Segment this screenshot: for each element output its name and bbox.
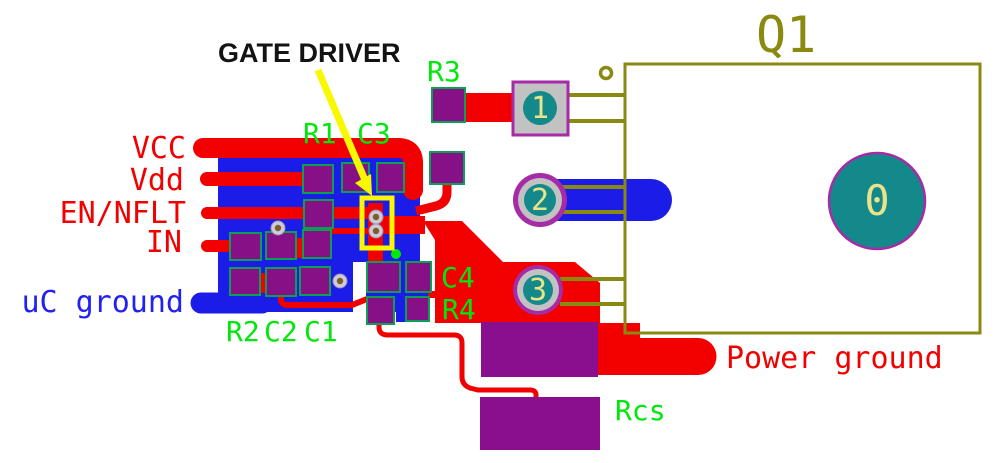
r4-label: R4 <box>442 293 476 326</box>
power-pour <box>423 221 717 375</box>
test-point-dot <box>391 249 401 259</box>
pad-0-thermal: 0 <box>827 151 927 251</box>
c3-label: C3 <box>357 117 391 150</box>
pad-c4-left <box>366 261 401 293</box>
trace-link-r2c2 <box>258 273 267 293</box>
pad-r4-left <box>366 296 395 325</box>
q1-pin1-marker <box>598 65 614 81</box>
rcs-pad-bottom <box>480 397 600 450</box>
pad-row3-2 <box>265 231 297 260</box>
rcs-sense-trace <box>376 320 539 400</box>
pad-3-number: 3 <box>529 273 547 308</box>
q1-label: Q1 <box>756 6 816 64</box>
smd-pads <box>229 87 466 325</box>
gate-driver-via <box>368 209 384 225</box>
gate-driver-label: GATE DRIVER <box>218 38 401 68</box>
vias <box>270 209 384 289</box>
in-label: IN <box>146 225 182 260</box>
q1-courtyard <box>623 62 982 335</box>
pad-1-number: 1 <box>531 91 549 126</box>
net-labels: VCC Vdd EN/NFLT IN uC ground Power groun… <box>21 131 942 376</box>
pad-r2 <box>229 267 261 296</box>
pad-3: 3 <box>513 265 563 315</box>
pad-row3-1 <box>229 232 262 261</box>
gate-driver-out-trace <box>382 216 425 234</box>
via <box>332 273 348 289</box>
callout-arrow-head <box>355 174 372 196</box>
vcc-label: VCC <box>132 131 186 166</box>
vcc-trace <box>193 138 423 200</box>
pad-c2 <box>265 267 297 297</box>
r1-label: R1 <box>303 117 337 150</box>
power-ground-label: Power ground <box>726 341 943 376</box>
pad-2-number: 2 <box>531 183 549 218</box>
en-nflt-label: EN/NFLT <box>60 196 186 231</box>
pad-r4-right <box>405 296 430 322</box>
bottom-signal-trace <box>278 296 369 308</box>
r3-label: R3 <box>427 55 461 88</box>
r3-to-pad1-trace <box>465 93 515 122</box>
pad-r1-top <box>302 164 334 194</box>
trace-link-r1 <box>331 228 369 234</box>
rcs-label: Rcs <box>615 394 666 427</box>
rcs-pad-top <box>481 322 598 377</box>
pad-c3-right <box>376 162 405 193</box>
pad-0-number: 0 <box>864 176 889 225</box>
c4-label: C4 <box>441 261 475 294</box>
trace-link-c2c1 <box>295 238 303 258</box>
r3-to-pour-trace <box>414 182 452 216</box>
gate-driver-via <box>368 223 384 239</box>
q1-pin-leads <box>560 93 625 306</box>
via <box>270 220 286 236</box>
pad-r3-left <box>431 87 466 123</box>
pad-r3-right <box>429 151 465 185</box>
pad-r1-bottom <box>303 199 334 229</box>
pad-c4-right <box>405 261 432 293</box>
c2-label: C2 <box>264 315 298 348</box>
uc-ground-label: uC ground <box>21 285 184 320</box>
pad-row3-3 <box>302 229 332 259</box>
callout-arrow-shaft <box>314 68 369 182</box>
vdd-label: Vdd <box>130 163 184 198</box>
gate-driver-highlight-box <box>359 195 395 251</box>
gate-driver-callout <box>314 68 395 251</box>
r2-label: R2 <box>226 315 260 348</box>
pad-2: 2 <box>513 173 567 227</box>
trace-link-r4 <box>428 291 438 298</box>
reference-designators: R1 C3 R3 C4 R4 R2 C2 C1 Rcs <box>226 55 666 427</box>
q1-outline-group <box>560 62 982 335</box>
c1-label: C1 <box>304 315 338 348</box>
pad-1: 1 <box>511 80 570 137</box>
pad-c1 <box>299 266 331 296</box>
